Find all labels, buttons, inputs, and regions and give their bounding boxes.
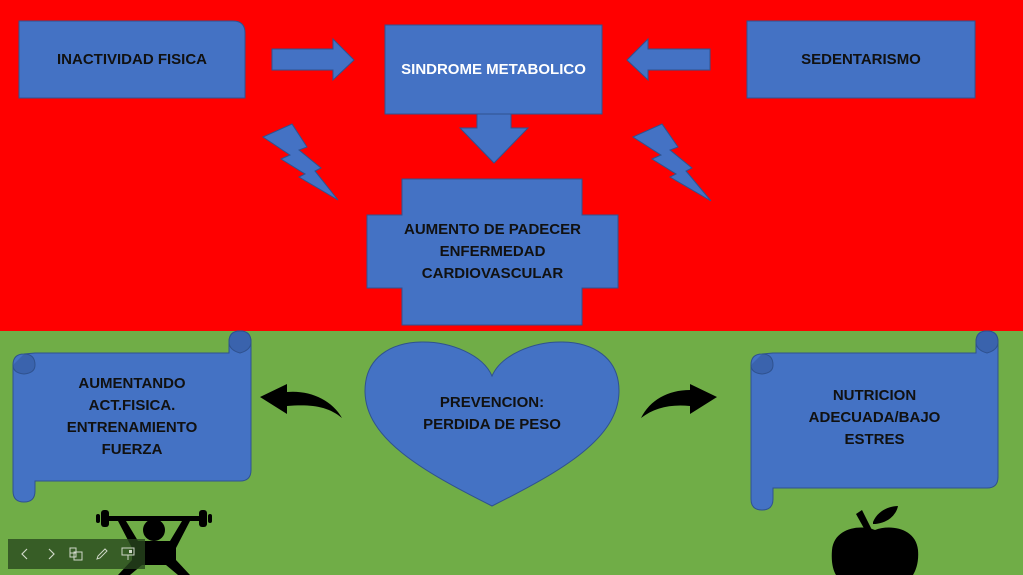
arrow-right-icon [271,37,355,82]
lightning-left-icon [261,123,339,201]
slides-icon [69,547,83,561]
left-scroll-label: AUMENTANDO ACT.FISICA. ENTRENAMIENTO FUE… [66,375,198,458]
prevention-heart[interactable] [364,341,620,507]
cause-right-box[interactable] [746,20,976,99]
arrow-down-icon [458,113,530,164]
cause-left-box[interactable] [18,20,246,99]
outcome-label: AUMENTO DE PADECER ENFERMEDAD CARDIOVASC… [404,220,581,282]
central-condition-label: SINDROME METABOLICO [401,60,586,78]
right-scroll-label: NUTRICION ADECUADA/BAJO ESTRES [808,386,941,448]
central-condition-box[interactable] [384,24,603,115]
pen-icon [96,548,108,560]
slideshow-toolbar [8,539,145,569]
curved-arrow-right-icon [641,384,717,418]
slide-sorter-button[interactable] [65,543,87,565]
right-scroll[interactable] [750,330,999,511]
cause-right-label: SEDENTARISMO [801,50,921,68]
curved-arrow-left-icon [260,384,342,418]
pen-button[interactable] [91,543,113,565]
apple-icon [831,506,919,575]
presenter-view-button[interactable] [117,543,139,565]
outcome-box[interactable] [366,178,619,326]
cause-left-label: INACTIVIDAD FISICA [57,50,207,68]
left-scroll[interactable] [12,330,252,503]
lightning-right-icon [631,123,712,202]
chevron-right-icon [48,548,55,560]
arrow-left-icon [626,37,711,82]
previous-slide-button[interactable] [14,543,36,565]
next-slide-button[interactable] [40,543,62,565]
chevron-left-icon [21,548,28,560]
presenter-icon [121,547,135,560]
prevention-label: PREVENCION: PERDIDA DE PESO [423,394,561,433]
